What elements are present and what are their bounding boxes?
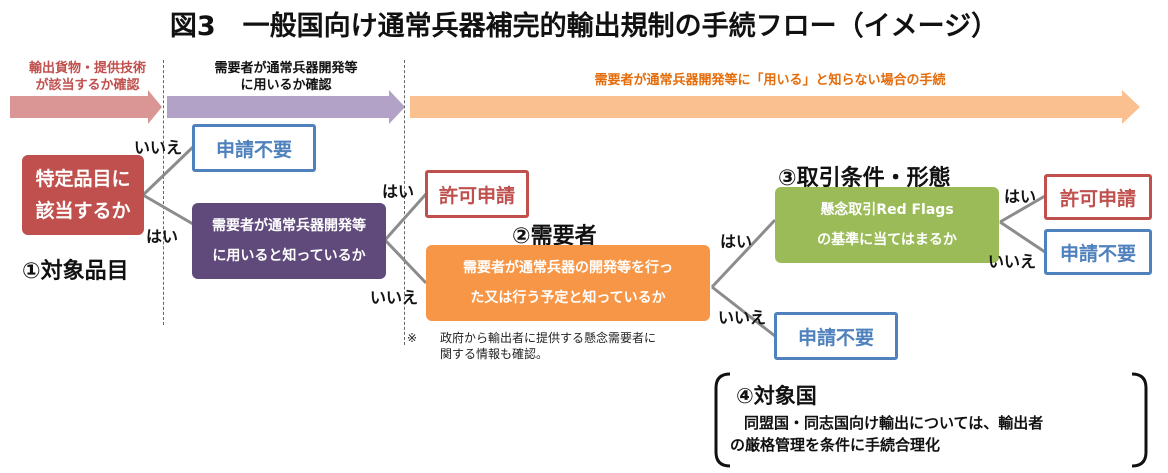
node-no-application-1: 申請不要 (192, 124, 316, 172)
country-note: 同盟国・同志国向け輸出については、輸出者 の厳格管理を条件に手続合理化 (730, 412, 1140, 456)
note-mark: ※ (407, 331, 418, 345)
stage-arrow-unknown-shape (410, 90, 1140, 124)
node-no-application-3: 申請不要 (774, 312, 898, 360)
stage-label-unknown-line1: 需要者が通常兵器開発等に「用いる」と知らない場合の手続 (594, 73, 946, 88)
stage-arrow-item-shape (10, 90, 162, 124)
node-item-check-line1: 特定品目に (35, 168, 131, 190)
stage-label-use-line1: 需要者が通常兵器開発等 (214, 61, 358, 76)
node-demander-know-line2: た又は行う予定と知っているか (470, 290, 666, 306)
branch-yes-4: はい (1004, 187, 1037, 206)
heading-demander: ②需要者 (512, 224, 597, 249)
branch-yes-1: はい (146, 227, 179, 246)
branch-yes-2: はい (382, 182, 415, 201)
branch-no-2: いいえ (370, 288, 419, 307)
node-use-know: 需要者が通常兵器開発等 に用いると知っているか (192, 203, 386, 279)
node-demander-know-line1: 需要者が通常兵器の開発等を行っ (463, 260, 673, 276)
node-permit-1: 許可申請 (425, 170, 529, 218)
stage-label-item-line1: 輸出貨物・提供技術 (28, 61, 146, 76)
branch-no-1: いいえ (134, 138, 183, 157)
stage-label-use-line2: に用いるか確認 (240, 78, 332, 93)
node-use-know-line2: に用いると知っているか (212, 248, 366, 264)
node-item-check-line2: 該当するか (35, 200, 131, 222)
stage-label-unknown: 需要者が通常兵器開発等に「用いる」と知らない場合の手続 (410, 72, 1130, 89)
separator-1 (163, 60, 164, 325)
note-line2: 関する情報も確認。 (440, 347, 549, 361)
node-use-know-line1: 需要者が通常兵器開発等 (212, 218, 366, 234)
stage-label-use: 需要者が通常兵器開発等 に用いるか確認 (168, 60, 404, 94)
node-demander-know: 需要者が通常兵器の開発等を行っ た又は行う予定と知っているか (426, 245, 710, 321)
node-red-flags: 懸念取引Red Flags の基準に当てはまるか (775, 187, 999, 263)
heading-target-item: ①対象品目 (22, 259, 129, 284)
branch-yes-3: はい (720, 232, 753, 251)
diagram-title: 図3 一般国向け通常兵器補完的輸出規制の手続フロー（イメージ） (169, 11, 999, 42)
node-no-application-2: 申請不要 (1044, 229, 1152, 275)
stage-arrow-item (10, 88, 162, 126)
note-line1: 政府から輸出者に提供する懸念需要者に (440, 331, 657, 345)
separator-2 (404, 60, 405, 345)
stage-arrow-unknown (410, 88, 1140, 126)
node-item-check: 特定品目に 該当するか (22, 155, 144, 235)
heading-country: ④対象国 (736, 384, 817, 408)
stage-label-item: 輸出貨物・提供技術 が該当するか確認 (10, 60, 165, 94)
branch-no-4: いいえ (988, 252, 1037, 271)
stage-arrow-use (167, 88, 405, 126)
country-note-line1: 同盟国・同志国向け輸出については、輸出者 (744, 414, 1044, 432)
node-red-flags-line2: の基準に当てはまるか (817, 232, 957, 248)
heading-transaction: ③取引条件・形態 (778, 166, 951, 191)
stage-label-item-line2: が該当するか確認 (35, 78, 140, 93)
stage-arrow-use-shape (167, 90, 405, 124)
note-text: 政府から輸出者に提供する懸念需要者に 関する情報も確認。 (440, 330, 656, 362)
node-permit-2: 許可申請 (1044, 174, 1152, 220)
country-note-line2: の厳格管理を条件に手続合理化 (730, 436, 941, 454)
country-brackets (714, 372, 1148, 468)
branch-no-3: いいえ (718, 308, 767, 327)
node-red-flags-line1: 懸念取引Red Flags (820, 202, 954, 218)
